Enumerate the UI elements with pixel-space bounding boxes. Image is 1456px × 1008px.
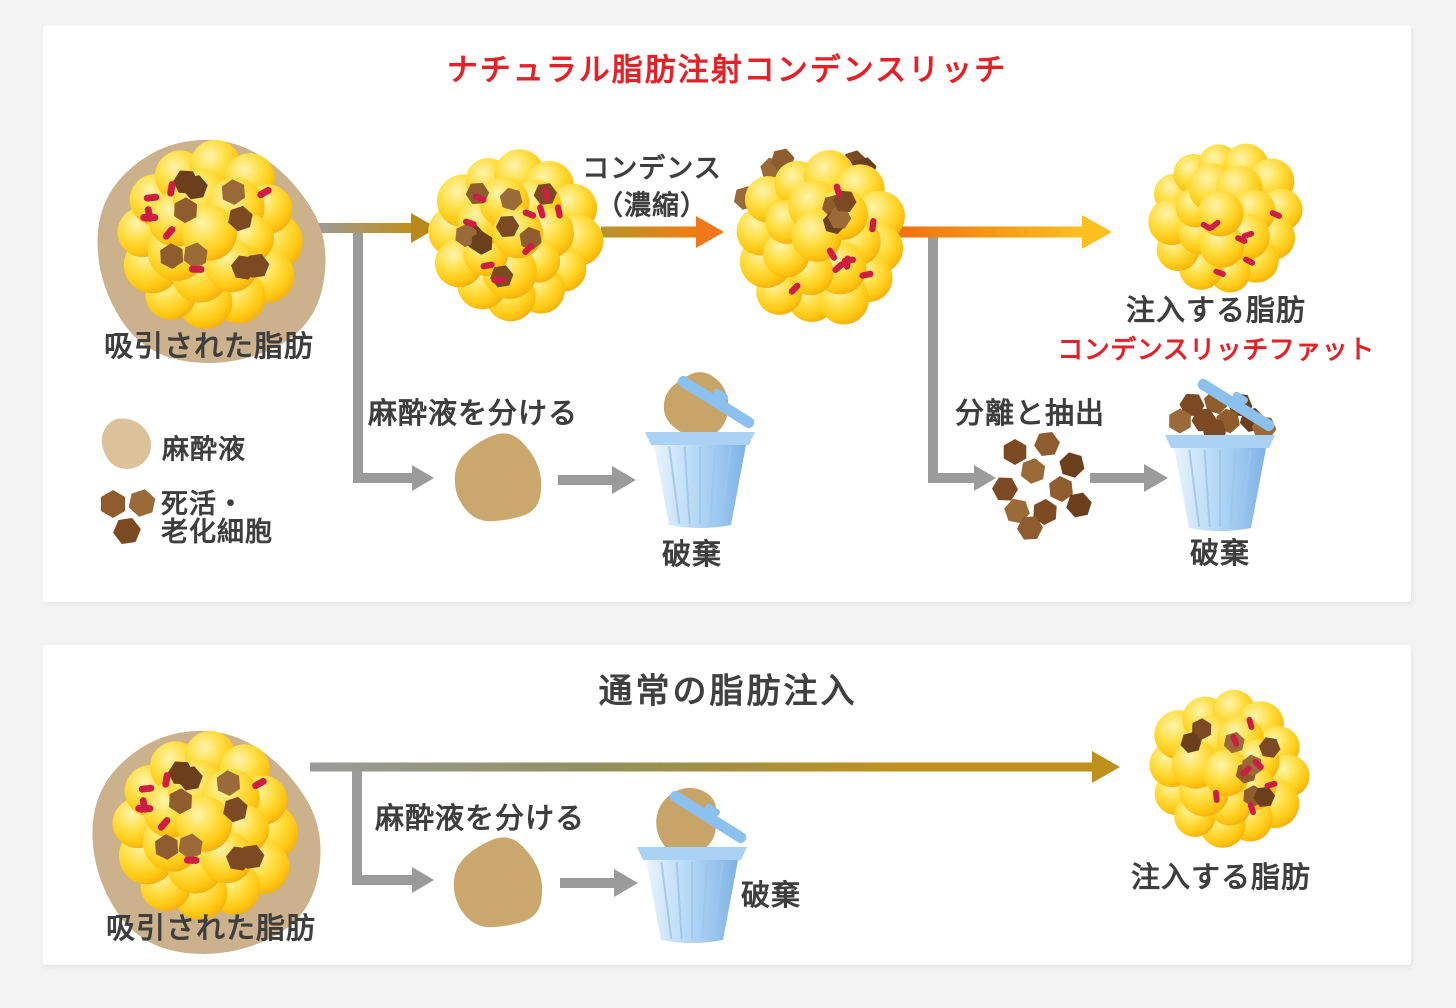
condense-label-line2: （濃縮） — [596, 190, 708, 221]
top-panel-title: ナチュラル脂肪注射コンデンスリッチ — [446, 52, 1008, 88]
discard-label-anesthetic-top: 破棄 — [661, 539, 723, 571]
legend-dead-cells-line2: 老化細胞 — [161, 517, 273, 547]
separation-extraction-label: 分離と抽出 — [954, 398, 1106, 430]
injected-fat-label-bottom: 注入する脂肪 — [1130, 862, 1312, 894]
aspirated-fat-label-top: 吸引された脂肪 — [103, 331, 315, 363]
injected-fat-label-top: 注入する脂肪 — [1125, 295, 1307, 327]
legend-dead-cells-label: 死活・ 老化細胞 — [161, 490, 273, 546]
separate-anesthetic-label-top: 麻酔液を分ける — [367, 398, 579, 430]
aspirated-fat-label-bottom: 吸引された脂肪 — [105, 913, 317, 945]
discard-label-bottom: 破棄 — [740, 880, 802, 912]
condensed-rich-fat-sublabel: コンデンスリッチファット — [1057, 334, 1375, 365]
discard-label-cells-top: 破棄 — [1189, 538, 1251, 570]
bottom-panel-title: 通常の脂肪注入 — [598, 672, 858, 711]
separate-anesthetic-label-bottom: 麻酔液を分ける — [374, 803, 586, 835]
legend-dead-cells-line1: 死活・ — [161, 489, 245, 519]
condense-label-line1: コンデンス — [582, 153, 722, 184]
legend-anesthetic-label: 麻酔液 — [162, 434, 246, 465]
